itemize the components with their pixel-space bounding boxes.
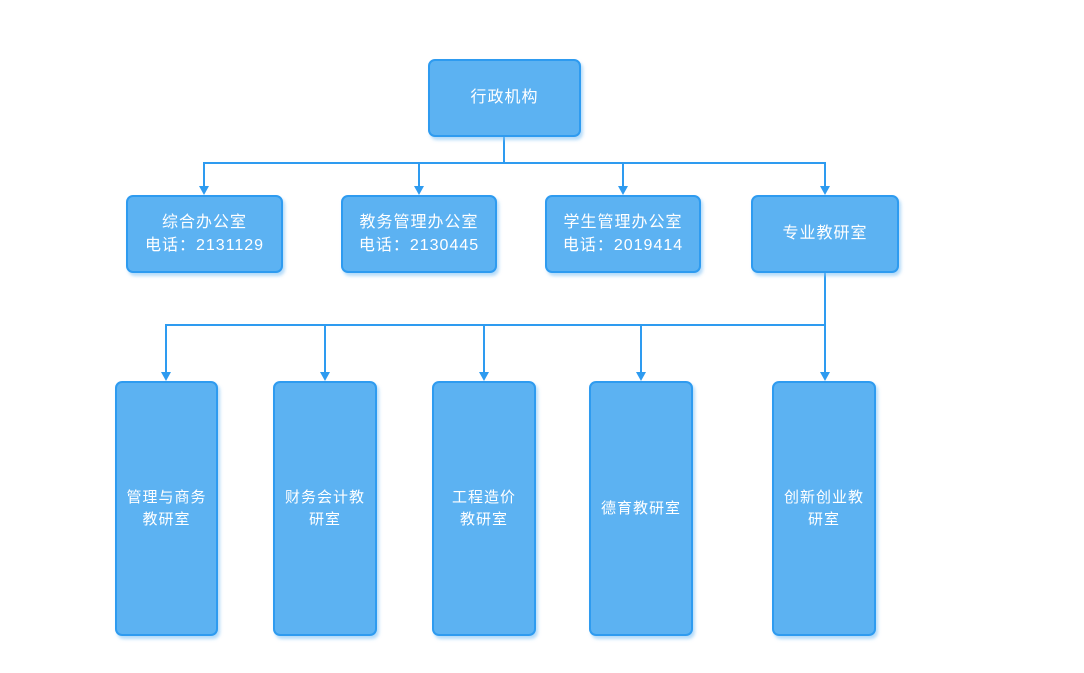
- arrowhead-down-icon: [618, 186, 628, 195]
- node-label: 工程造价 教研室: [451, 488, 516, 528]
- arrowhead-down-icon: [479, 372, 489, 381]
- connector-drop-student-office: [622, 162, 624, 186]
- node-professional-teaching-office[interactable]: 专业教研室: [751, 195, 899, 273]
- node-label: 综合办公室 电话：2131129: [144, 213, 265, 254]
- arrowhead-down-icon: [636, 372, 646, 381]
- node-label: 行政机构: [470, 89, 539, 107]
- node-academic-affairs-office[interactable]: 教务管理办公室 电话：2130445: [341, 195, 497, 273]
- node-general-office[interactable]: 综合办公室 电话：2131129: [126, 195, 283, 273]
- arrowhead-down-icon: [414, 186, 424, 195]
- connector-level3-rail: [165, 324, 826, 326]
- node-student-affairs-office[interactable]: 学生管理办公室 电话：2019414: [545, 195, 701, 273]
- node-label: 专业教研室: [782, 225, 868, 243]
- arrowhead-down-icon: [820, 372, 830, 381]
- connector-drop-finance-accounting: [324, 324, 326, 372]
- node-label: 创新创业教 研室: [783, 488, 864, 528]
- node-management-business-dept[interactable]: 管理与商务 教研室: [115, 381, 218, 636]
- node-label: 学生管理办公室 电话：2019414: [562, 213, 684, 254]
- arrowhead-down-icon: [820, 186, 830, 195]
- node-admin-org[interactable]: 行政机构: [428, 59, 581, 137]
- connector-drop-engineering-cost: [483, 324, 485, 372]
- node-label: 财务会计教 研室: [284, 488, 365, 528]
- connector-level2-rail: [203, 162, 826, 164]
- node-label: 教务管理办公室 电话：2130445: [358, 213, 480, 254]
- connector-drop-moral-education: [640, 324, 642, 372]
- connector-drop-management-business: [165, 324, 167, 372]
- connector-drop-academic-office: [418, 162, 420, 186]
- node-engineering-cost-dept[interactable]: 工程造价 教研室: [432, 381, 536, 636]
- arrowhead-down-icon: [320, 372, 330, 381]
- node-moral-education-dept[interactable]: 德育教研室: [589, 381, 693, 636]
- node-label: 管理与商务 教研室: [126, 488, 207, 528]
- connector-professional-stem: [824, 272, 826, 372]
- node-label: 德育教研室: [600, 499, 681, 517]
- node-finance-accounting-dept[interactable]: 财务会计教 研室: [273, 381, 377, 636]
- connector-root-stem: [503, 137, 505, 163]
- arrowhead-down-icon: [199, 186, 209, 195]
- arrowhead-down-icon: [161, 372, 171, 381]
- node-innovation-entrepreneurship-dept[interactable]: 创新创业教 研室: [772, 381, 876, 636]
- connector-drop-general-office: [203, 162, 205, 186]
- connector-drop-professional-office: [824, 162, 826, 186]
